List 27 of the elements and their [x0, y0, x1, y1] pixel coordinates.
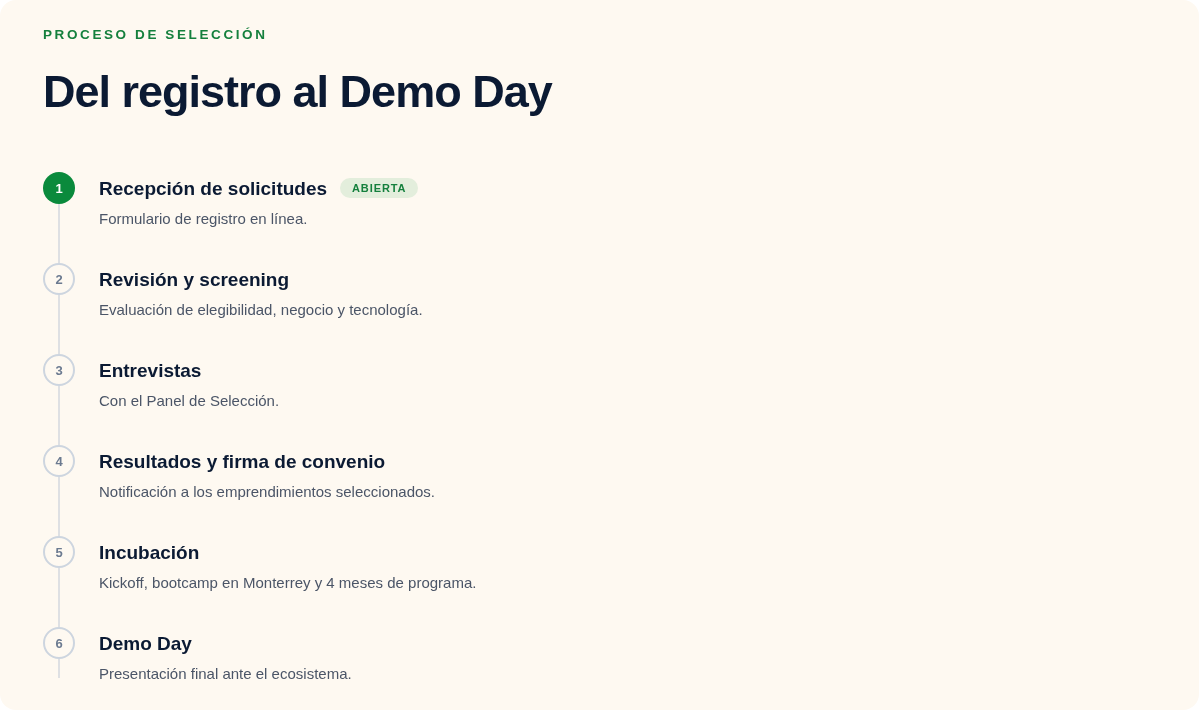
step-title: Resultados y firma de convenio: [99, 452, 386, 471]
step-number-marker: 1: [43, 172, 75, 204]
step-number-marker: 3: [43, 354, 75, 386]
step-description: Evaluación de elegibilidad, negocio y tecnología.: [99, 302, 423, 317]
step-number-marker: 5: [43, 536, 75, 568]
step-description: Con el Panel de Selección.: [99, 393, 280, 408]
timeline-connector: [58, 385, 60, 446]
step-number-marker: 2: [43, 263, 75, 295]
timeline-connector: [58, 567, 60, 628]
page-title: Del registro al Demo Day: [43, 69, 552, 114]
status-badge: ABIERTA: [340, 178, 419, 198]
step-title: Incubación: [99, 543, 200, 562]
step-title: Recepción de solicitudes: [99, 179, 328, 198]
section-eyebrow: PROCESO DE SELECCIÓN: [43, 28, 268, 42]
step-description: Formulario de registro en línea.: [99, 211, 308, 226]
step-number-marker: 4: [43, 445, 75, 477]
step-number-marker: 6: [43, 627, 75, 659]
step-title: Revisión y screening: [99, 270, 290, 289]
step-description: Presentación final ante el ecosistema.: [99, 666, 352, 681]
timeline-connector: [58, 203, 60, 264]
step-title: Entrevistas: [99, 361, 202, 380]
timeline-connector: [58, 476, 60, 537]
step-title: Demo Day: [99, 634, 192, 653]
step-description: Kickoff, bootcamp en Monterrey y 4 meses de programa.: [99, 575, 477, 590]
timeline-connector: [58, 294, 60, 355]
timeline-connector: [58, 658, 60, 679]
step-description: Notificación a los emprendimientos seleccionados.: [99, 484, 435, 499]
